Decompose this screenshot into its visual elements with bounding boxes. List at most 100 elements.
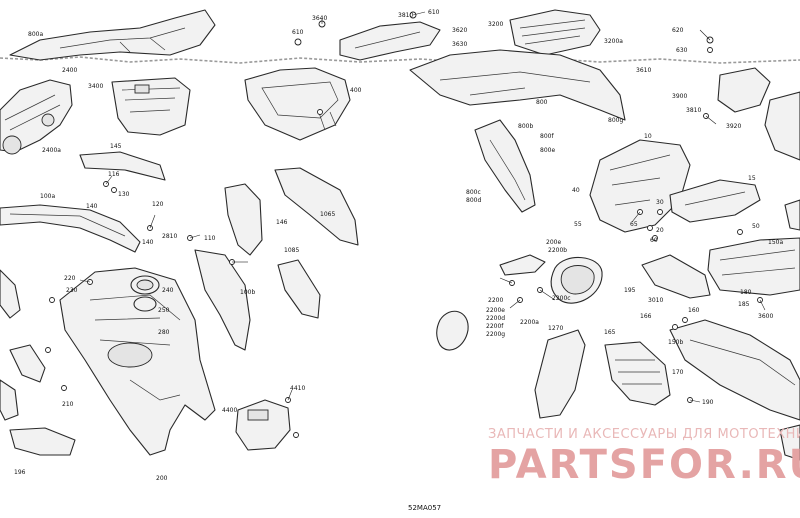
part-250 — [133, 296, 157, 312]
part-2200-oval — [550, 256, 603, 304]
callout-label: 2400a — [42, 147, 61, 154]
callout-label: 3010 — [648, 297, 663, 304]
callout-label: 210 — [62, 401, 74, 408]
part-1065 — [274, 167, 359, 246]
callout-label: 140 — [142, 239, 154, 246]
callout-label: 280 — [158, 329, 170, 336]
part-100b — [194, 249, 251, 351]
callout-label: 800c — [466, 189, 481, 196]
callout-label: 165 — [604, 329, 616, 336]
callout-label: 2200e — [486, 307, 505, 314]
callout-label: 120 — [152, 201, 164, 208]
callout-label: 166 — [640, 313, 652, 320]
callout-label: 200 — [156, 475, 168, 482]
part-146 — [224, 183, 263, 256]
callout-label: 250 — [158, 307, 170, 314]
part-150b — [669, 319, 800, 421]
watermark-tagline: ЗАПЧАСТИ И АКСЕССУАРЫ ДЛЯ МОТОТЕХНИКИ — [488, 427, 800, 442]
callout-label: 800b — [518, 123, 533, 130]
callout-label: 146 — [276, 219, 288, 226]
part-2400 — [0, 79, 73, 155]
part-3620 — [339, 21, 441, 61]
callout-label: 3200a — [604, 38, 623, 45]
callout-label: 800f — [540, 133, 554, 140]
callout-label: 100a — [40, 193, 55, 200]
callout-label: 800 — [536, 99, 548, 106]
callout-label: 800a — [28, 31, 43, 38]
callout-label: 20 — [656, 227, 664, 234]
callout-label: 2200c — [552, 295, 571, 302]
part-15 — [669, 179, 761, 223]
part-right-edge — [779, 199, 800, 461]
part-4400 — [235, 399, 291, 451]
part-2200-loop — [436, 310, 469, 351]
callout-label: 3630 — [452, 41, 467, 48]
callout-label: 4410 — [290, 385, 305, 392]
part-1085 — [277, 259, 321, 319]
callout-label: 160 — [688, 307, 700, 314]
part-3610 — [409, 49, 626, 121]
callout-label: 170 — [672, 369, 684, 376]
callout-label: 200e — [546, 239, 561, 246]
callout-label: 800e — [540, 147, 555, 154]
callout-label: 1270 — [548, 325, 563, 332]
callout-label: 110 — [204, 235, 216, 242]
callout-label: 620 — [672, 27, 684, 34]
callout-label: 15 — [748, 175, 756, 182]
callout-label: 2200a — [520, 319, 539, 326]
callout-label: 116 — [108, 171, 120, 178]
callout-label: 140 — [86, 203, 98, 210]
callout-label: 1065 — [320, 211, 335, 218]
callout-label: 4400 — [222, 407, 237, 414]
callout-label: 185 — [738, 301, 750, 308]
part-145 — [79, 151, 166, 181]
part-3200 — [509, 9, 601, 56]
callout-label: 3600 — [758, 313, 773, 320]
callout-label: 30 — [656, 199, 664, 206]
callout-label: 3640 — [312, 15, 327, 22]
callout-label: 800d — [466, 197, 481, 204]
callout-label: 2200g — [486, 331, 505, 338]
part-196 — [9, 427, 76, 456]
callout-label: 190 — [702, 399, 714, 406]
part-100a — [0, 204, 141, 253]
callout-label: 55 — [574, 221, 582, 228]
callout-labels: 800a 3640 610 3810 610 3200 3620 3630 32… — [14, 9, 783, 482]
callout-label: 610 — [428, 9, 440, 16]
callout-label: 3900 — [672, 93, 687, 100]
callout-label: 3400 — [88, 83, 103, 90]
callout-label: 230 — [66, 287, 78, 294]
callout-label: 150a — [768, 239, 783, 246]
callout-label: 3620 — [452, 27, 467, 34]
part-165 — [604, 341, 671, 406]
callout-label: 145 — [110, 143, 122, 150]
part-2200-left — [499, 254, 546, 276]
callout-label: 3610 — [636, 67, 651, 74]
callout-label: 65 — [630, 221, 638, 228]
watermark: ЗАПЧАСТИ И АКСЕССУАРЫ ДЛЯ МОТОТЕХНИКИ PA… — [488, 427, 800, 488]
callout-label: 10 — [644, 133, 652, 140]
callout-label: 150b — [668, 339, 683, 346]
callout-label: 60 — [650, 237, 658, 244]
callout-label: 195 — [624, 287, 636, 294]
callout-label: 220 — [64, 275, 76, 282]
part-left-edge — [0, 269, 21, 421]
part-200 — [59, 267, 216, 456]
callout-label: 2200b — [548, 247, 567, 254]
part-195 — [641, 254, 711, 299]
part-3400 — [111, 77, 191, 136]
part-150a — [707, 237, 800, 296]
callout-label: 2810 — [162, 233, 177, 240]
callout-label: 3810 — [398, 12, 413, 19]
part-3900 — [717, 67, 800, 161]
watermark-brand: PARTSFOR.RU — [488, 442, 800, 488]
fasteners — [45, 11, 763, 438]
callout-label: 196 — [14, 469, 26, 476]
callout-label: 610 — [292, 29, 304, 36]
callout-label: 800g — [608, 117, 623, 124]
callout-label: 1085 — [284, 247, 299, 254]
tear-line — [0, 56, 800, 64]
callout-label: 180 — [740, 289, 752, 296]
